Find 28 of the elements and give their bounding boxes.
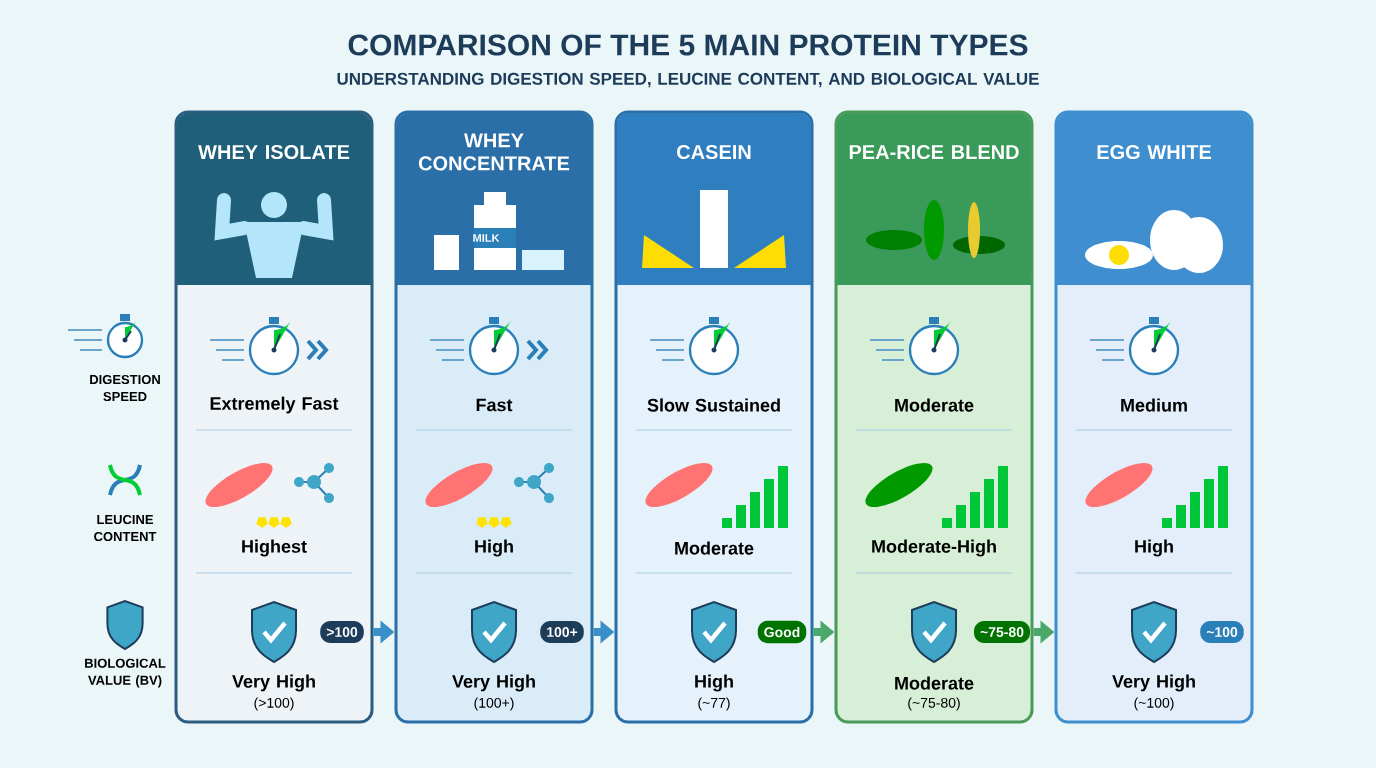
row-value: (>100) (254, 697, 294, 711)
row-value: Moderate-High (872, 539, 996, 557)
row-value: Very High (452, 674, 535, 692)
row-value: Very High (232, 674, 315, 692)
row-value: (~77) (698, 697, 730, 711)
bottle-label: MILK (473, 234, 500, 242)
row-value: Medium (1121, 398, 1187, 412)
row-value: Moderate (895, 676, 974, 690)
row-value: Highest (242, 539, 307, 557)
row-value: (~75-80) (908, 697, 960, 711)
row-value: Fast (476, 398, 513, 412)
card-header: PEA-RICE BLEND (837, 113, 1031, 285)
edge-label: ~75-80 (974, 621, 1030, 643)
edge-label: Good (757, 620, 807, 644)
row-value: Moderate (895, 398, 974, 412)
row-value: Very High (1112, 674, 1195, 692)
row-label: LEUCINE CONTENT (94, 514, 157, 542)
row-value: (~100) (1134, 697, 1174, 711)
row-value: Slow Sustained (647, 398, 780, 412)
row-value: High (475, 539, 513, 557)
subtitle: UNDERSTANDING DIGESTION SPEED, LEUCINE CONTENT, AND BIOLOGICAL VALUE (337, 72, 1039, 88)
row-value: Moderate (675, 541, 754, 555)
row-value: (100+) (474, 697, 514, 711)
row-value: High (695, 674, 733, 692)
row-value: Extremely Fast (210, 396, 339, 414)
row-value: High (1135, 539, 1173, 557)
row-label: DIGESTION SPEED (90, 374, 160, 402)
title: COMPARISON OF THE 5 MAIN PROTEIN TYPES (348, 34, 1028, 56)
